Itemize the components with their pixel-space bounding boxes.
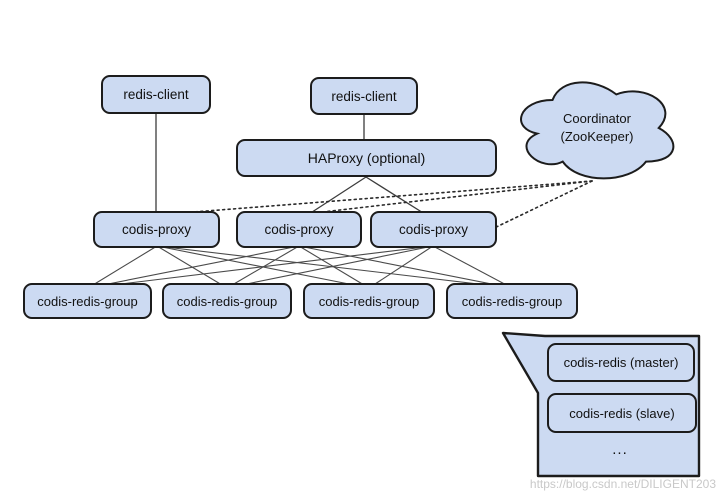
coordinator-label-line1: Coordinator (563, 111, 631, 126)
node-codis-redis-group-3: codis-redis-group (303, 283, 435, 319)
edge-haproxy-proxy2 (305, 176, 367, 217)
coordinator-cloud-shape (521, 82, 673, 178)
edge-proxy3-group3 (368, 245, 434, 289)
node-codis-redis-group-2-label: codis-redis-group (176, 293, 278, 309)
node-codis-redis-slave-label: codis-redis (slave) (569, 405, 675, 421)
node-codis-redis-group-4-label: codis-redis-group (461, 293, 563, 309)
edge-proxy3-group1 (87, 245, 434, 289)
edge-haproxy-proxy3 (365, 176, 429, 217)
node-coordinator-label: Coordinator (ZooKeeper) (527, 110, 667, 146)
edge-coordinator-proxy3 (487, 180, 593, 232)
edge-proxy1-group1 (87, 245, 158, 289)
group-detail-ellipsis: ... (612, 441, 628, 458)
edge-proxy2-group1 (87, 245, 300, 289)
node-codis-proxy-2: codis-proxy (236, 211, 362, 248)
edge-coordinator-proxy1 (167, 180, 593, 215)
node-codis-redis-group-4: codis-redis-group (446, 283, 578, 319)
node-redis-client-2: redis-client (310, 77, 418, 115)
node-codis-redis-group-3-label: codis-redis-group (318, 293, 420, 309)
edge-proxy2-group3 (298, 245, 370, 289)
node-codis-redis-group-1: codis-redis-group (23, 283, 152, 319)
node-codis-redis-master: codis-redis (master) (547, 343, 695, 382)
node-redis-client-1-label: redis-client (123, 87, 189, 102)
coordinator-label-line2: (ZooKeeper) (560, 129, 634, 145)
node-codis-redis-group-2: codis-redis-group (162, 283, 292, 319)
node-codis-proxy-1-label: codis-proxy (121, 222, 192, 237)
node-haproxy: HAProxy (optional) (236, 139, 497, 177)
edge-proxy3-group4 (432, 245, 513, 289)
node-codis-proxy-2-label: codis-proxy (264, 222, 334, 237)
node-codis-redis-master-label: codis-redis (master) (563, 355, 679, 370)
node-codis-proxy-3: codis-proxy (370, 211, 497, 248)
edge-proxy3-group2 (226, 245, 434, 289)
node-codis-redis-group-1-label: codis-redis-group (37, 293, 138, 309)
node-codis-proxy-1: codis-proxy (93, 211, 220, 248)
node-codis-redis-slave: codis-redis (slave) (547, 393, 697, 433)
node-codis-proxy-3-label: codis-proxy (398, 222, 469, 237)
edge-proxy2-group4 (298, 245, 513, 289)
watermark-url: https://blog.csdn.net/DILIGENT203 (529, 477, 716, 491)
edge-coordinator-proxy2 (304, 180, 593, 215)
node-redis-client-2-label: redis-client (331, 88, 397, 104)
node-redis-client-1: redis-client (101, 75, 211, 114)
node-haproxy-label: HAProxy (optional) (307, 150, 426, 166)
